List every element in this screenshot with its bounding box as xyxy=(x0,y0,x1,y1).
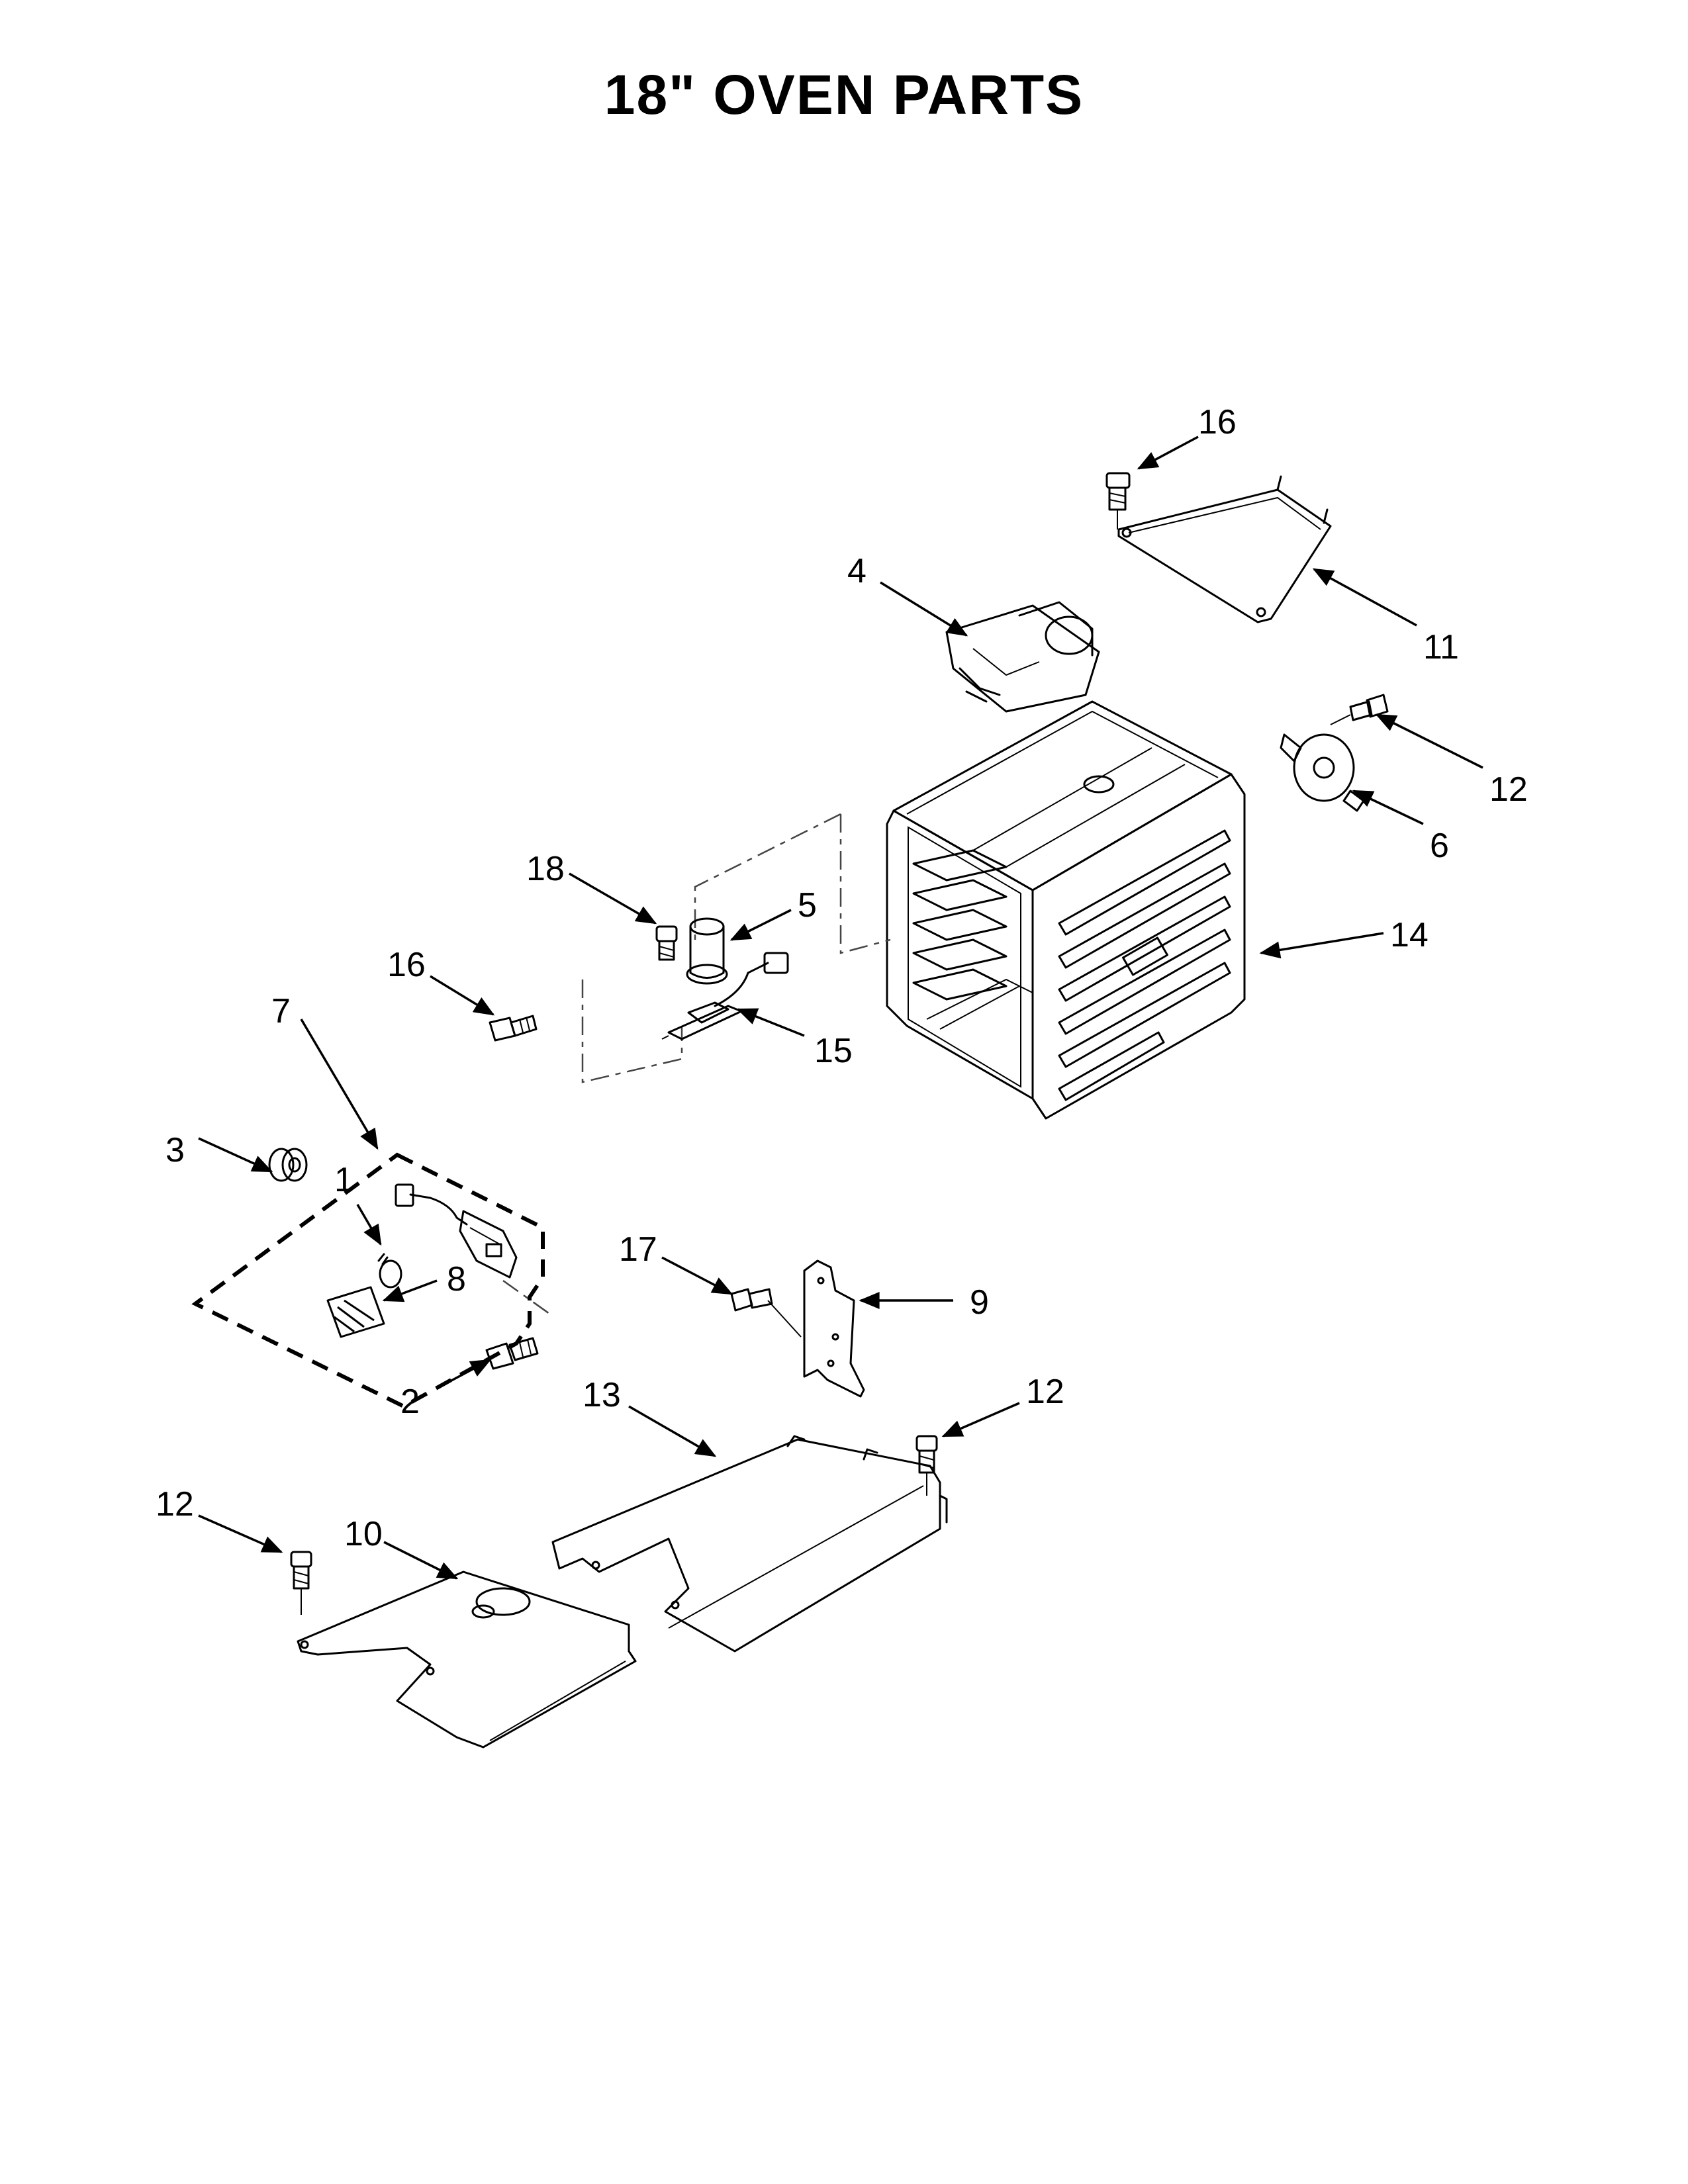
leader-7 xyxy=(300,1019,379,1150)
leader-10 xyxy=(383,1541,459,1580)
assembly-line-cavity xyxy=(839,814,891,954)
callout-4: 4 xyxy=(847,552,867,590)
callout-9: 9 xyxy=(970,1283,989,1322)
callout-12-right: 12 xyxy=(1489,770,1528,809)
right-rack-ribs xyxy=(1058,829,1231,1101)
callout-12-center: 12 xyxy=(1026,1373,1064,1411)
assembly-line-kit7 xyxy=(502,1279,550,1315)
leader-12-center xyxy=(941,1402,1020,1437)
part-10-lower-plate xyxy=(297,1570,637,1749)
leader-16-left xyxy=(430,975,495,1016)
leader-17 xyxy=(661,1256,733,1295)
leader-18 xyxy=(569,872,657,925)
part-16-screw-left xyxy=(489,1015,538,1042)
callout-6: 6 xyxy=(1430,827,1449,865)
callout-16-left: 16 xyxy=(387,946,426,984)
leader-2 xyxy=(440,1359,492,1388)
leader-11 xyxy=(1312,568,1417,627)
leader-14 xyxy=(1259,932,1384,959)
part-1-light-bulb xyxy=(377,1253,402,1289)
callout-16-top: 16 xyxy=(1198,403,1237,441)
callout-14: 14 xyxy=(1390,916,1429,954)
part-7-kit-boundary xyxy=(191,1152,545,1409)
part-12-screw-left xyxy=(290,1551,312,1615)
leader-3 xyxy=(198,1137,273,1173)
callout-18: 18 xyxy=(526,850,565,888)
callout-13: 13 xyxy=(583,1376,621,1414)
leader-16-top xyxy=(1137,435,1199,470)
part-16-screw-top xyxy=(1105,472,1131,529)
part-11-top-bracket xyxy=(1117,475,1332,623)
part-12-screw-center xyxy=(915,1435,938,1496)
callout-15: 15 xyxy=(814,1032,853,1070)
part-8-lens xyxy=(326,1286,385,1338)
callout-7: 7 xyxy=(271,992,291,1030)
part-4-switch-module xyxy=(945,601,1100,713)
callout-8: 8 xyxy=(447,1260,466,1298)
part-3-bumper xyxy=(268,1148,308,1182)
part-5-igniter-sleeve xyxy=(686,917,728,985)
part-6-thermostat xyxy=(1280,733,1365,812)
leader-13 xyxy=(628,1405,717,1457)
assembly-line-igniter xyxy=(694,813,841,946)
callout-10: 10 xyxy=(344,1515,383,1553)
callout-2: 2 xyxy=(400,1383,420,1421)
callout-17: 17 xyxy=(619,1230,657,1269)
part-9-bracket xyxy=(803,1259,865,1398)
callout-11: 11 xyxy=(1423,628,1459,666)
leader-15 xyxy=(736,1008,805,1037)
assembly-line-screw16 xyxy=(581,979,683,1083)
leader-4 xyxy=(880,581,968,637)
callout-3: 3 xyxy=(165,1131,185,1169)
part-13-rear-plate xyxy=(551,1435,948,1653)
leader-1 xyxy=(356,1204,382,1246)
part-18-screw xyxy=(655,925,678,961)
part-14-oven-cavity xyxy=(886,700,1246,1120)
callout-1: 1 xyxy=(334,1161,353,1199)
part-17-screw xyxy=(730,1288,802,1338)
leader-8 xyxy=(382,1279,438,1302)
page-title: 18" OVEN PARTS xyxy=(604,64,1084,126)
part-15-igniter xyxy=(661,952,789,1040)
part-12-screw-right xyxy=(1330,694,1389,725)
left-rack-guides xyxy=(912,849,1008,1001)
callout-12-left: 12 xyxy=(156,1485,194,1524)
leader-6 xyxy=(1352,790,1424,825)
leader-12-right xyxy=(1375,713,1483,769)
leader-12-left xyxy=(198,1514,283,1553)
part-2-screw xyxy=(485,1337,539,1370)
callout-5: 5 xyxy=(798,886,817,925)
leader-5 xyxy=(729,909,792,941)
part-7-light-socket-assembly xyxy=(395,1183,518,1279)
